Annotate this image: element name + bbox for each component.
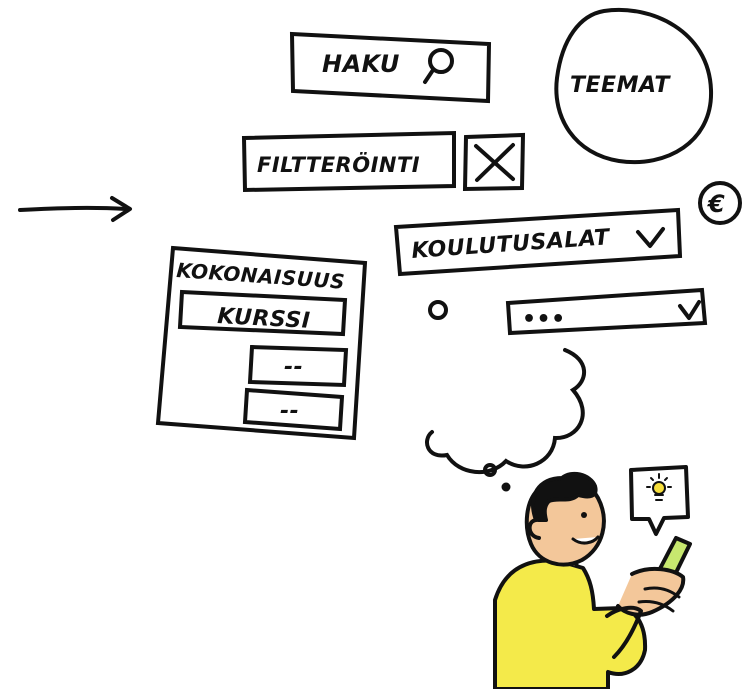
idea-bubble: [629, 465, 690, 536]
flow-arrow: [18, 196, 132, 222]
lightbulb-icon: [646, 473, 672, 501]
panel-item-2[interactable]: --: [242, 387, 345, 432]
person-hair: [531, 471, 598, 522]
panel-item-1-label: --: [284, 355, 303, 380]
secondary-dropdown-label: •••: [522, 307, 566, 332]
radio-button[interactable]: [428, 300, 448, 320]
close-icon: [474, 143, 515, 182]
currency-button[interactable]: €: [698, 181, 742, 225]
chevron-down-icon: [636, 227, 665, 248]
themes-button[interactable]: TEEMAT: [554, 8, 714, 165]
secondary-dropdown[interactable]: •••: [505, 287, 708, 336]
panel-item-1[interactable]: --: [247, 344, 349, 388]
search-label: HAKU: [322, 50, 400, 78]
themes-label: TEEMAT: [570, 73, 671, 98]
fields-dropdown[interactable]: KOULUTUSALAT: [393, 207, 683, 277]
person-illustration: [493, 471, 692, 691]
filter-box[interactable]: FILTTERÖINTI: [241, 130, 456, 193]
search-icon: [423, 48, 454, 84]
thought-bubble: [425, 348, 587, 492]
search-box[interactable]: HAKU: [289, 31, 492, 104]
radio-circle-icon: [428, 300, 448, 320]
person-shirt: [493, 558, 648, 691]
currency-symbol: €: [707, 190, 725, 218]
chevron-down-icon: [678, 300, 701, 320]
panel-item-2-label: --: [280, 399, 299, 424]
clear-filter-button[interactable]: [462, 132, 526, 192]
course-label: KURSSI: [217, 304, 311, 334]
filter-label: FILTTERÖINTI: [257, 152, 420, 177]
course-button[interactable]: KURSSI: [177, 289, 348, 337]
